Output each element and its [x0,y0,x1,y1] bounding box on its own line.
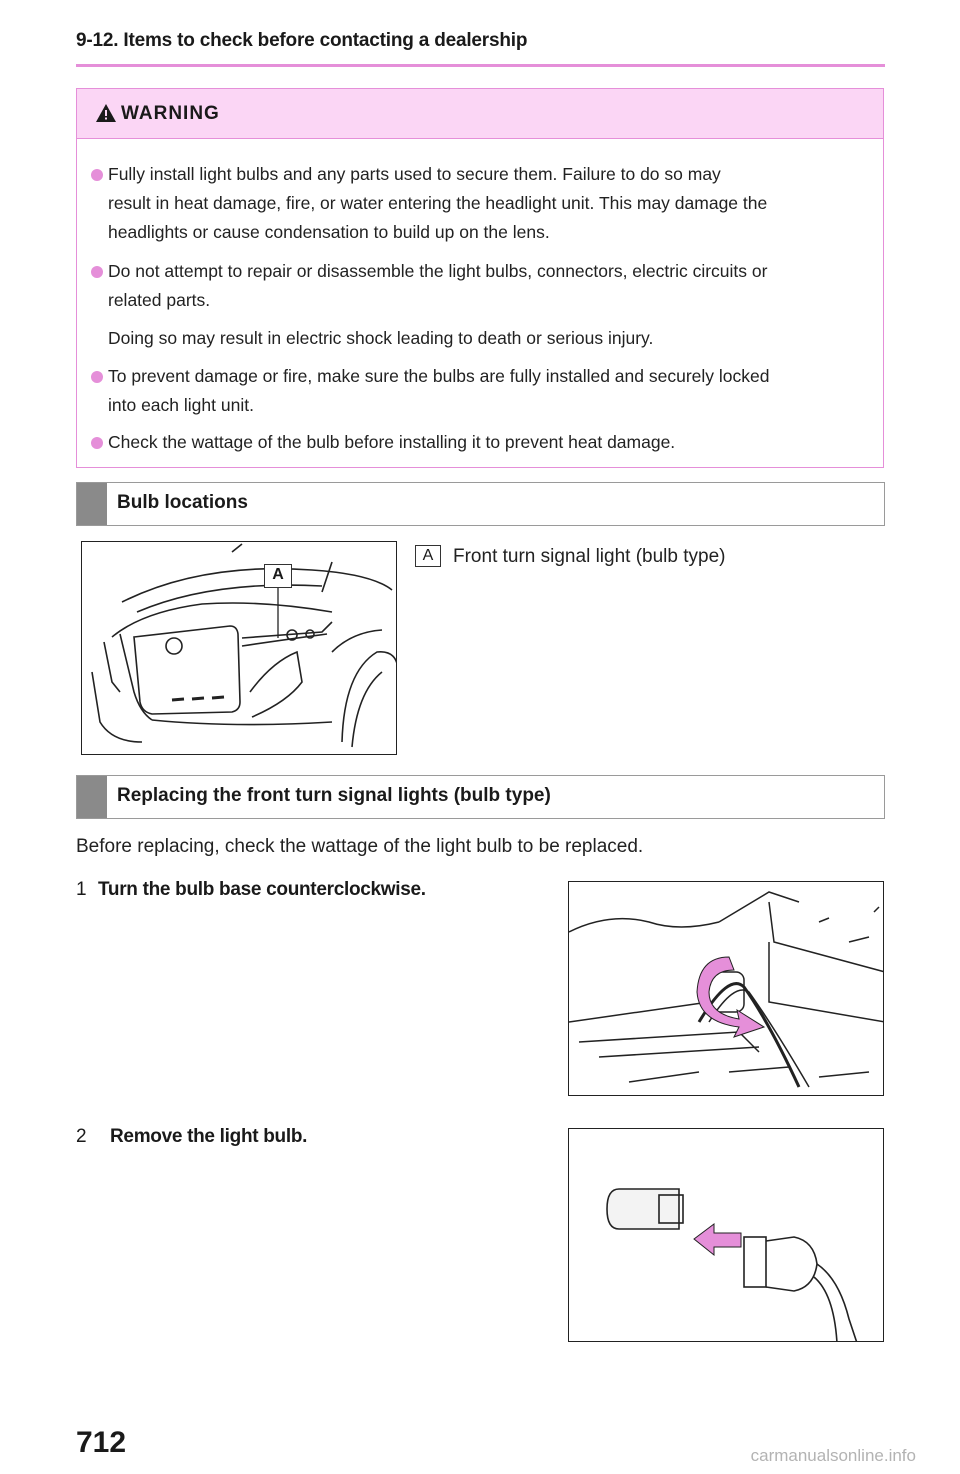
watermark: carmanualsonline.info [750,1446,916,1465]
bulb-removal-drawing [606,1188,858,1341]
bullet-icon [91,437,103,449]
warning-header: WARNING [77,89,883,139]
step-text: Remove the light bulb. [110,1126,308,1147]
warning-item-2: Do not attempt to repair or disassemble … [108,257,767,315]
warning-label: WARNING [121,103,220,124]
warning-item-line: Do not attempt to repair or disassemble … [108,261,768,281]
warning-item-line: related parts. [108,290,211,310]
warning-item-line: Fully install light bulbs and any parts … [108,164,721,184]
header-divider [76,64,885,67]
step-number: 1 [76,879,87,900]
legend-key: A [415,545,441,567]
warning-item-line: To prevent damage or fire, make sure the… [108,366,770,386]
section-bar [77,776,107,818]
car-front-drawing [91,543,396,748]
intro-text: Before replacing, check the wattage of t… [76,836,644,857]
section-title: Bulb locations [117,492,248,513]
warning-item-1: Fully install light bulbs and any parts … [108,160,767,247]
bullet-icon [91,169,103,181]
warning-item-2-note: Doing so may result in electric shock le… [108,328,654,348]
warning-item-line: headlights or cause condensation to buil… [108,222,550,242]
step-number: 2 [76,1126,87,1147]
step-2-illustration [568,1128,884,1342]
warning-triangle-icon [96,104,116,122]
step-1-illustration [568,881,884,1096]
legend-text: Front turn signal light (bulb type) [453,546,726,567]
warning-item-4: Check the wattage of the bulb before ins… [108,432,676,452]
bulb-base-drawing [569,891,883,1088]
section-bulb-locations: Bulb locations [76,482,885,526]
warning-item-line: into each light unit. [108,395,254,415]
bullet-icon [91,266,103,278]
page-number: 712 [76,1426,127,1459]
section-bar [77,483,107,525]
step-text: Turn the bulb base counterclockwise. [98,879,426,900]
warning-item-3: To prevent damage or fire, make sure the… [108,362,769,420]
section-title: Replacing the front turn signal lights (… [117,785,551,806]
section-replacing: Replacing the front turn signal lights (… [76,775,885,819]
warning-box: WARNING Fully install light bulbs and an… [76,88,884,468]
page-header-title: 9-12. Items to check before contacting a… [76,30,528,51]
bullet-icon [91,371,103,383]
car-front-illustration: A [81,541,397,755]
warning-item-line: result in heat damage, fire, or water en… [108,193,768,213]
callout-label: A [264,564,292,588]
